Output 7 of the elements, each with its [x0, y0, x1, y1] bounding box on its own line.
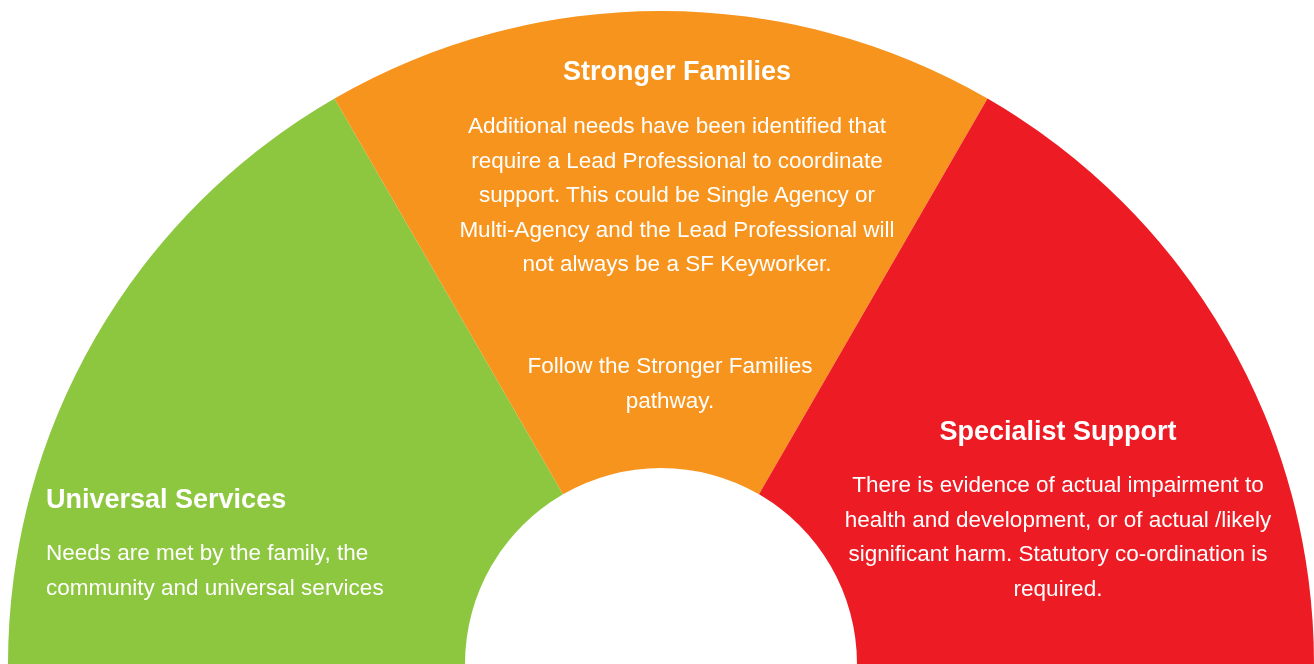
segment-heading: Stronger Families: [561, 55, 793, 88]
segment-heading: Specialist Support: [938, 415, 1178, 448]
segment-description: There is evidence of actual impairment to health and development, or of actual /likely significant harm. Statutory co-ordination is required.: [843, 471, 1273, 603]
segment-description: Follow the Stronger Families pathway.: [526, 352, 814, 415]
segment-heading: Universal Services: [46, 483, 288, 516]
segment-description: Needs are met by the family, the community and universal services: [46, 539, 385, 602]
segment-description: Additional needs have been identified that require a Lead Professional to coordinate support. This could be Single Agency or Multi-Agency and the Lead Professional will not always be a SF Keyworker.: [458, 112, 896, 278]
